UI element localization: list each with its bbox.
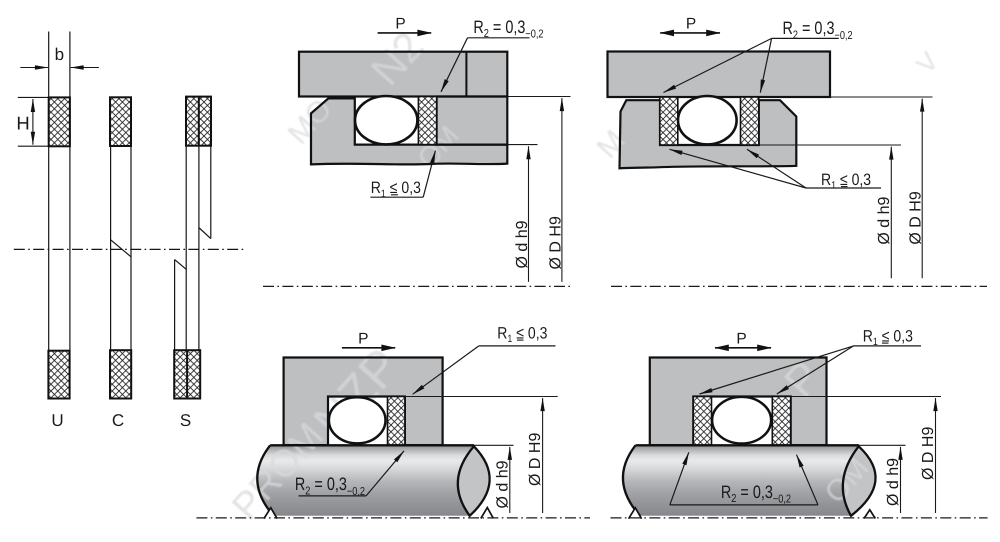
svg-text:P: P xyxy=(736,330,746,347)
svg-text:Ø D H9: Ø D H9 xyxy=(920,427,937,480)
svg-text:Ø d h9: Ø d h9 xyxy=(876,196,893,244)
svg-text:Ø D H9: Ø D H9 xyxy=(548,216,565,269)
svg-text:b: b xyxy=(55,45,64,64)
svg-text:R1 ≤ 0,3: R1 ≤ 0,3 xyxy=(497,325,547,346)
svg-text:Ø D H9: Ø D H9 xyxy=(527,433,544,486)
svg-text:R1 ≤ 0,3: R1 ≤ 0,3 xyxy=(863,328,913,349)
svg-text:C: C xyxy=(112,411,124,430)
svg-text:Ø d h9: Ø d h9 xyxy=(494,460,511,508)
svg-text:Ø d h9: Ø d h9 xyxy=(514,220,531,268)
svg-text:P: P xyxy=(686,15,696,32)
svg-text:Ø D H9: Ø D H9 xyxy=(908,191,925,244)
svg-text:Ø d h9: Ø d h9 xyxy=(885,458,902,506)
svg-text:U: U xyxy=(51,411,63,430)
svg-text:H: H xyxy=(16,113,29,134)
svg-text:P: P xyxy=(358,330,368,347)
svg-text:P: P xyxy=(395,15,405,32)
svg-text:S: S xyxy=(180,411,191,430)
